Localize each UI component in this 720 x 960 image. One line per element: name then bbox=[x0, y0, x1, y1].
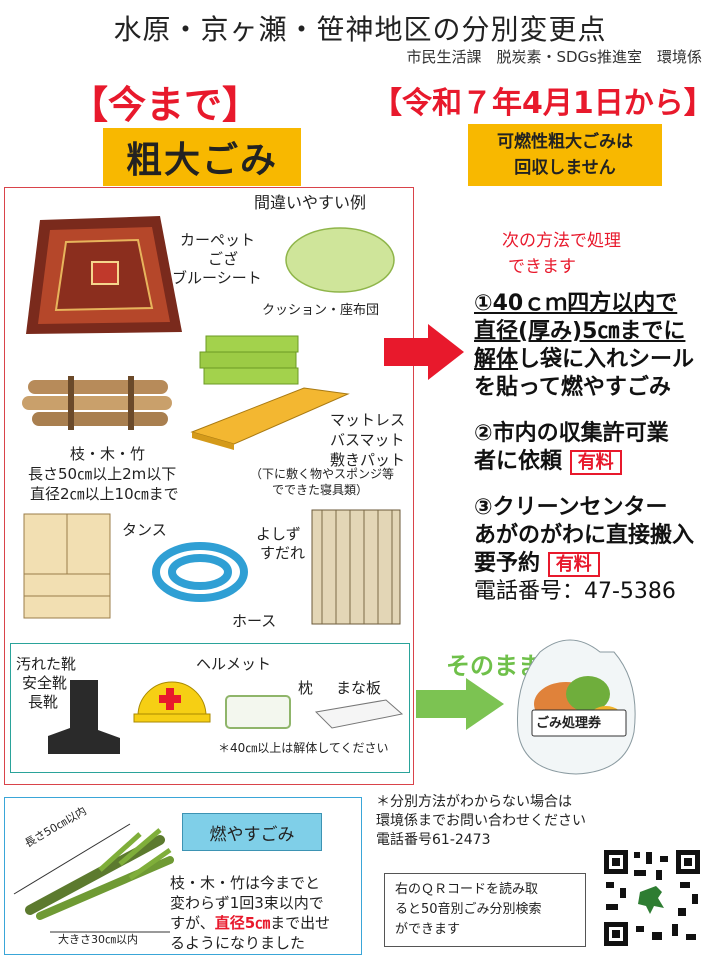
category-badge: 粗大ごみ bbox=[103, 128, 301, 186]
burnable-desc3: すが、直径5㎝まで出せ bbox=[170, 913, 330, 933]
green-arrow-icon bbox=[416, 678, 504, 730]
burnable-desc1: 枝・木・竹は今までと bbox=[170, 874, 321, 892]
option3-line2: あがのがわに直接搬入 bbox=[474, 523, 695, 548]
garbage-bag-icon bbox=[517, 639, 636, 775]
carpet-label: カーペット bbox=[180, 231, 256, 249]
board-label: まな板 bbox=[336, 679, 382, 697]
inquiry-line2: 環境係までお問い合わせください bbox=[376, 813, 586, 829]
branches-label: 枝・木・竹 bbox=[70, 445, 146, 463]
qr-line1: 右のＱＲコードを読み取 bbox=[395, 882, 539, 897]
mattress-label3: 敷きパット bbox=[330, 451, 406, 469]
option1-text3: し袋に入れシール bbox=[518, 347, 695, 372]
option2-text2: 者に依頼 bbox=[474, 449, 563, 474]
not-collected-badge: 可燃性粗大ごみは 回収しません bbox=[468, 124, 662, 186]
examples-frame bbox=[4, 187, 414, 785]
carpet-icon bbox=[26, 216, 182, 334]
pillow-label: 枕 bbox=[298, 679, 314, 697]
mattress-icon bbox=[190, 387, 350, 450]
branches-size1: 長さ50㎝以上2m以下 bbox=[28, 465, 177, 483]
qr-line2: ると50音別ごみ分別検索 bbox=[395, 902, 542, 917]
boot-icon bbox=[48, 680, 120, 754]
option1-line3: 解体し袋に入れシール bbox=[474, 346, 694, 374]
pillow-icon bbox=[225, 695, 291, 729]
mattress-note2: でできた寝具類） bbox=[272, 483, 369, 497]
not-collected-line2: 回収しません bbox=[514, 158, 616, 178]
option1-line2: 直径(厚み)5㎝までに bbox=[474, 319, 686, 344]
qr-line3: ができます bbox=[395, 922, 461, 937]
helmet-label: ヘルメット bbox=[196, 655, 272, 673]
option1-line1: ①40ｃｍ四方以内で bbox=[474, 290, 677, 318]
option2-line1: ②市内の収集許可業 bbox=[474, 421, 669, 446]
option3-reserve: 要予約 bbox=[474, 551, 541, 576]
shoes-label2: 安全靴 bbox=[22, 674, 68, 692]
burnable-desc3c: まで出せ bbox=[270, 914, 331, 932]
dismantle-note: ＊40㎝以上は解体してください bbox=[218, 741, 389, 755]
method-line2: できます bbox=[508, 257, 576, 277]
cushion-icon bbox=[285, 227, 395, 293]
yoshizu-label1: よしず bbox=[256, 525, 301, 543]
goza-label: ござ bbox=[208, 250, 239, 268]
shoes-label3: 長靴 bbox=[28, 693, 59, 711]
burnable-desc4: るようになりました bbox=[170, 934, 306, 952]
fee-badge-2: 有料 bbox=[547, 552, 600, 577]
burnable-badge: 燃やすごみ bbox=[182, 813, 322, 851]
wood-icon bbox=[22, 376, 172, 430]
tansu-icon bbox=[23, 513, 111, 619]
hose-label: ホース bbox=[232, 612, 277, 630]
sudare-icon bbox=[311, 509, 401, 625]
bluesheet-label: ブルーシート bbox=[172, 269, 262, 287]
hose-icon bbox=[152, 542, 248, 602]
ticket-label: ごみ処理券 bbox=[536, 716, 602, 731]
qr-info-box: 右のＱＲコードを読み取 ると50音別ごみ分別検索 ができます bbox=[384, 873, 586, 947]
option2-line2: 者に依頼 有料 bbox=[474, 448, 622, 477]
department-label: 市民生活課 脱炭素・SDGs推進室 環境係 bbox=[406, 48, 702, 66]
option1-text1: ①40ｃｍ四方以内で bbox=[474, 291, 678, 316]
as-is-frame bbox=[10, 643, 410, 773]
after-label: 【令和７年4月1日から】 bbox=[372, 86, 714, 121]
method-line1: 次の方法で処理 bbox=[502, 231, 621, 251]
helmet-icon bbox=[133, 681, 211, 723]
option1-line4: を貼って燃やすごみ bbox=[474, 375, 671, 400]
cutting-board-icon bbox=[314, 699, 404, 729]
qr-code-icon[interactable] bbox=[602, 848, 702, 948]
yoshizu-label2: すだれ bbox=[260, 544, 306, 562]
burnable-desc2: 変わらず1回3束以内で bbox=[170, 894, 324, 912]
red-arrow-icon bbox=[384, 324, 464, 380]
option3-line1: ③クリーンセンター bbox=[474, 495, 668, 520]
before-label: 【今まで】 bbox=[70, 83, 261, 127]
phone-number: 電話番号：47-5386 bbox=[474, 579, 676, 604]
mattress-label1: マットレス bbox=[330, 411, 406, 429]
examples-title: 間違いやすい例 bbox=[254, 193, 367, 212]
option3-line3: 要予約 有料 bbox=[474, 550, 600, 579]
inquiry-note: ＊分別方法がわからない場合は 環境係までお問い合わせください 電話番号61-24… bbox=[376, 793, 586, 850]
fee-badge: 有料 bbox=[569, 450, 622, 475]
mattress-note1: （下に敷く物やスポンジ等 bbox=[250, 467, 395, 481]
tansu-label: タンス bbox=[122, 521, 167, 539]
shoes-label1: 汚れた靴 bbox=[16, 655, 77, 673]
branches-size2: 直径2㎝以上10㎝まで bbox=[30, 485, 179, 503]
cushion-label: クッション・座布団 bbox=[262, 303, 380, 318]
diameter-highlight: 直径5㎝ bbox=[214, 914, 271, 932]
branch-bundle-icon bbox=[13, 823, 174, 933]
size-label: 大きさ30㎝以内 bbox=[58, 933, 138, 946]
mattress-label2: バスマット bbox=[330, 431, 405, 449]
option1-dismantle: 解体 bbox=[474, 347, 519, 372]
not-collected-line1: 可燃性粗大ごみは bbox=[497, 132, 633, 152]
mat-stack-icon bbox=[199, 335, 299, 385]
burnable-desc3a: すが、 bbox=[170, 914, 215, 932]
inquiry-line3: 電話番号61-2473 bbox=[376, 832, 491, 848]
page-title: 水原・京ヶ瀬・笹神地区の分別変更点 bbox=[113, 13, 607, 46]
inquiry-line1: ＊分別方法がわからない場合は bbox=[376, 794, 572, 810]
burnable-frame bbox=[4, 797, 362, 955]
